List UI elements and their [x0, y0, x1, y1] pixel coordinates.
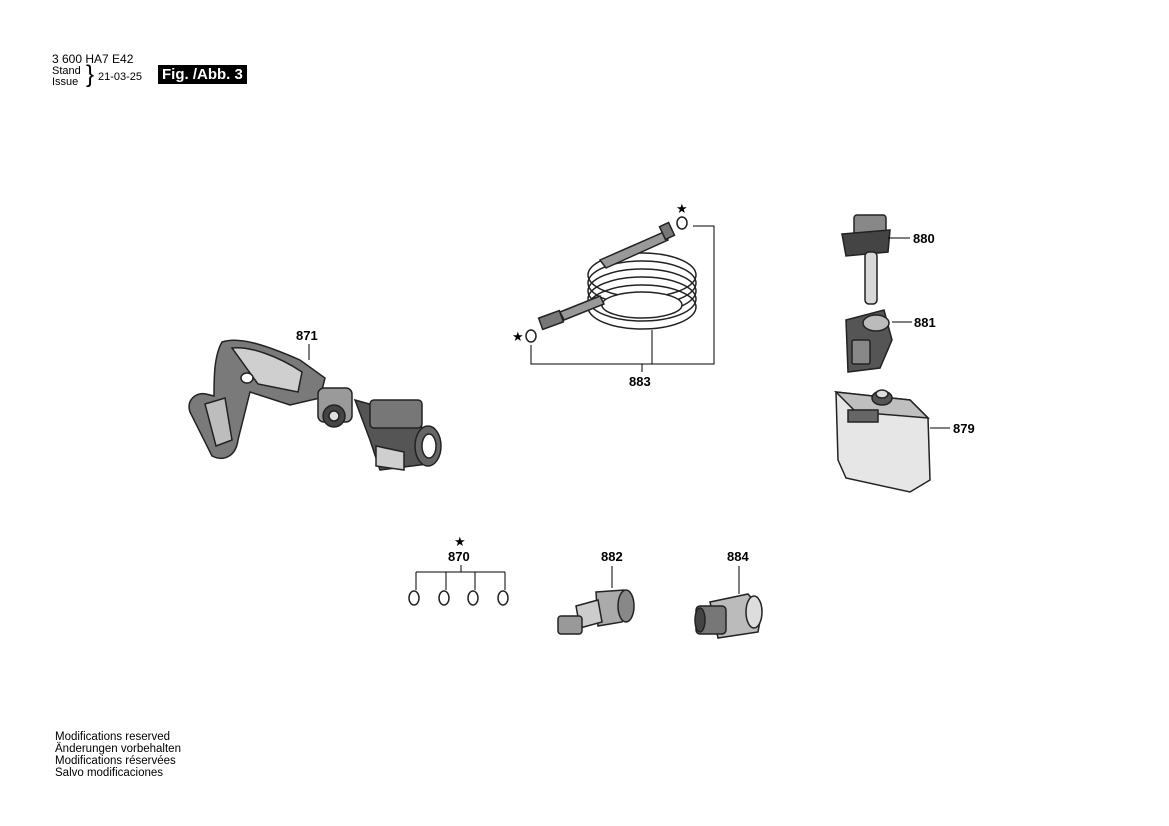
issue-date: 21-03-25 — [98, 71, 143, 83]
footer-notes: Modifications reserved Änderungen vorbeh… — [55, 731, 181, 779]
part-label-882: 882 — [601, 549, 623, 564]
star-marker-883-top: ★ — [676, 201, 688, 216]
spray-gun-871 — [188, 339, 442, 471]
document-number: 3 600 HA7 E42 — [52, 52, 134, 66]
footer-line-es: Salvo modificaciones — [55, 767, 164, 779]
part-label-870: 870 — [448, 549, 470, 564]
brace-glyph: } — [86, 61, 95, 88]
figure-label: Fig. /Abb. 3 — [158, 65, 247, 84]
footer-line-en: Modifications reserved — [55, 731, 171, 743]
adapter-882 — [557, 589, 635, 635]
coupling-884 — [694, 593, 763, 639]
detergent-tank-879 — [833, 389, 931, 493]
star-marker-883-left: ★ — [512, 329, 524, 344]
part-label-880: 880 — [913, 231, 935, 246]
footer-line-de: Änderungen vorbehalten — [55, 743, 181, 755]
stand-label: Stand — [52, 65, 81, 77]
part-label-879: 879 — [953, 421, 975, 436]
part-label-884: 884 — [727, 549, 749, 564]
part-label-871: 871 — [296, 328, 318, 343]
holder-881 — [845, 309, 893, 373]
part-label-883: 883 — [629, 374, 651, 389]
leader-883-right — [652, 225, 715, 365]
o-ring-2 — [438, 590, 450, 606]
part-label-881: 881 — [914, 315, 936, 330]
issue-label: Issue — [52, 76, 79, 88]
detergent-cap-880 — [841, 214, 891, 305]
o-ring-3 — [467, 590, 479, 606]
o-ring-4 — [497, 590, 509, 606]
footer-line-fr: Modifications réservées — [55, 755, 176, 767]
hose-883 — [525, 216, 697, 343]
stand-issue-label: Stand Issue — [52, 66, 81, 88]
leader-883-left — [530, 330, 653, 365]
o-ring-1 — [408, 590, 420, 606]
star-marker-870: ★ — [454, 534, 466, 549]
